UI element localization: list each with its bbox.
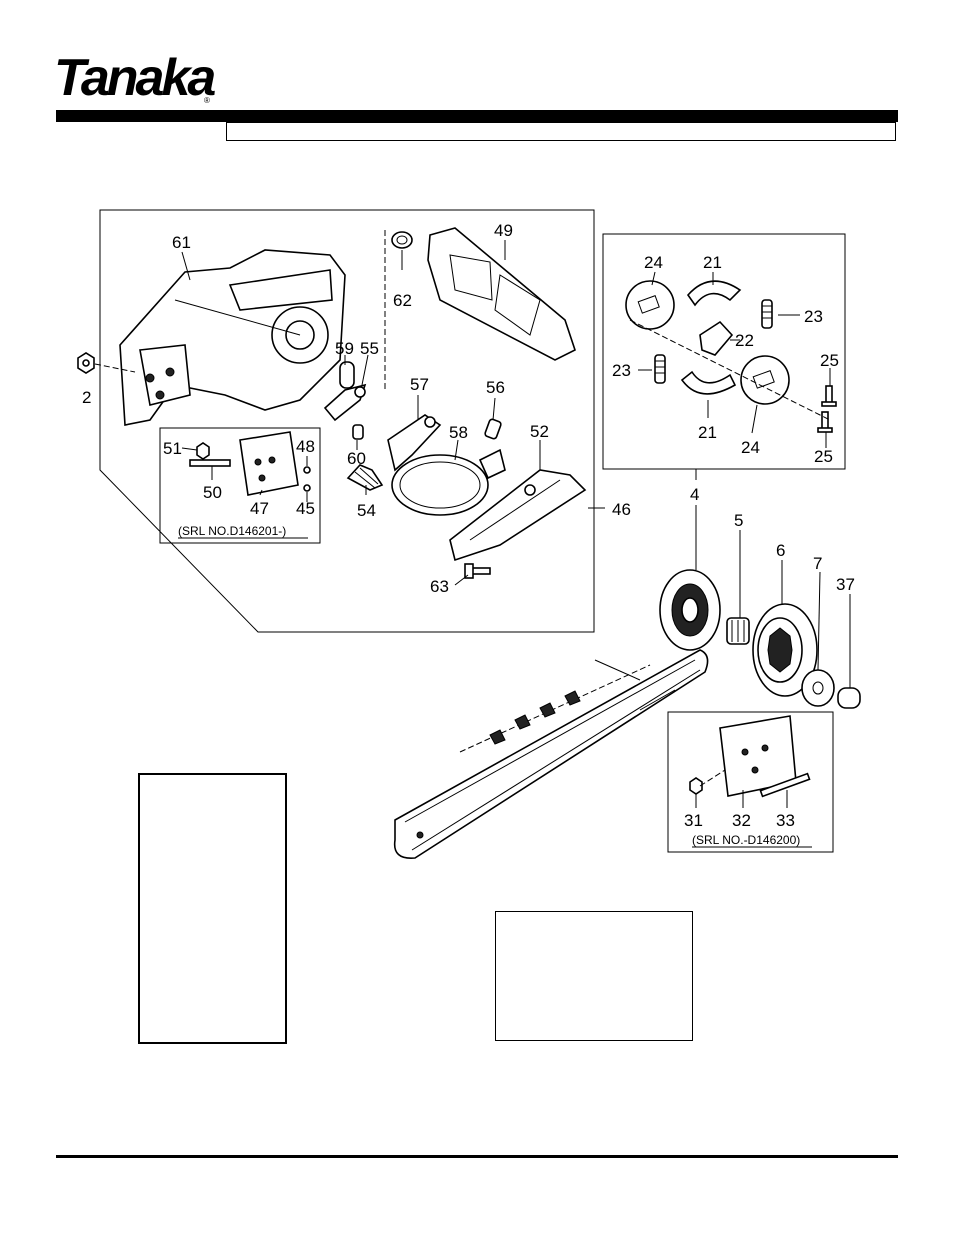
bolt-63-part [464,563,491,579]
clutch-plate-top-part [625,280,675,330]
callout-54: 54 [357,501,376,520]
washer-part [801,669,835,707]
callout-59: 59 [335,339,354,358]
srl-right-label: (SRL NO.-D146200) [692,833,800,847]
nut-part [77,352,136,374]
registered-mark: ® [204,96,210,105]
cap-part [837,687,861,709]
brake-band-part [391,448,506,516]
callout-4: 4 [690,485,699,504]
callout-45: 45 [296,499,315,518]
main-assembly-frame [99,209,595,633]
callout-48: 48 [296,437,315,456]
crankcase-part [119,249,346,426]
tanaka-logo: Tanaka [54,49,216,107]
callout-33: 33 [776,811,795,830]
callout-21-bottom: 21 [698,423,717,442]
pin-56-part [484,418,502,440]
pin-60-part [352,424,364,440]
header-rule [56,110,898,122]
callout-23-right: 23 [804,307,823,326]
parts-list-box-left [138,773,287,1044]
spring-54-part [346,464,384,491]
cover-plate-part [427,227,576,361]
leader-lines [181,240,851,808]
callout-2: 2 [82,388,91,407]
clutch-spring-bottom-part [654,354,666,384]
callout-24-top: 24 [644,253,663,272]
footer-rule [56,1155,898,1158]
clutch-plate-bottom-part [740,355,790,405]
callout-61: 61 [172,233,191,252]
callout-52: 52 [530,422,549,441]
callout-47: 47 [250,499,269,518]
callout-7: 7 [813,554,822,573]
spring-part [384,230,413,390]
callout-22: 22 [735,331,754,350]
clutch-inset-frame [602,233,846,470]
callout-58: 58 [449,423,468,442]
srl-right-inset [667,711,834,853]
callout-46: 46 [612,500,631,519]
callout-63: 63 [430,577,449,596]
callout-51: 51 [163,439,182,458]
parts-list-box-center [495,911,693,1041]
title-bar [226,122,896,141]
needle-bearing-part [726,617,750,645]
srl-left-label: (SRL NO.D146201-) [178,524,286,538]
callout-5: 5 [734,511,743,530]
callout-57: 57 [410,375,429,394]
guide-bar-part [393,649,709,859]
saw-chain-part [459,664,651,753]
callout-23-left: 23 [612,361,631,380]
callout-55: 55 [360,339,379,358]
screw-25-parts [629,319,837,433]
callout-24-bottom: 24 [741,438,760,457]
callout-32: 32 [732,811,751,830]
clutch-assembly-part [659,569,721,651]
callout-25-bottom: 25 [814,447,833,466]
lever-part [323,383,367,422]
callout-31: 31 [684,811,703,830]
callout-37: 37 [836,575,855,594]
callout-56: 56 [486,378,505,397]
callout-6: 6 [776,541,785,560]
srl-left-inset [159,427,321,544]
clutch-hub-part [699,320,734,356]
callout-62: 62 [393,291,412,310]
clutch-shoe-top-part [686,280,742,307]
callout-50: 50 [203,483,222,502]
link-part [387,414,442,472]
clutch-spring-top-part [761,299,773,329]
callout-60: 60 [347,449,366,468]
callout-21-top: 21 [703,253,722,272]
callout-49: 49 [494,221,513,240]
pin-part [339,361,355,389]
clutch-shoe-bottom-part [680,370,737,395]
sprocket-drum-part [752,603,818,697]
callout-25-top: 25 [820,351,839,370]
